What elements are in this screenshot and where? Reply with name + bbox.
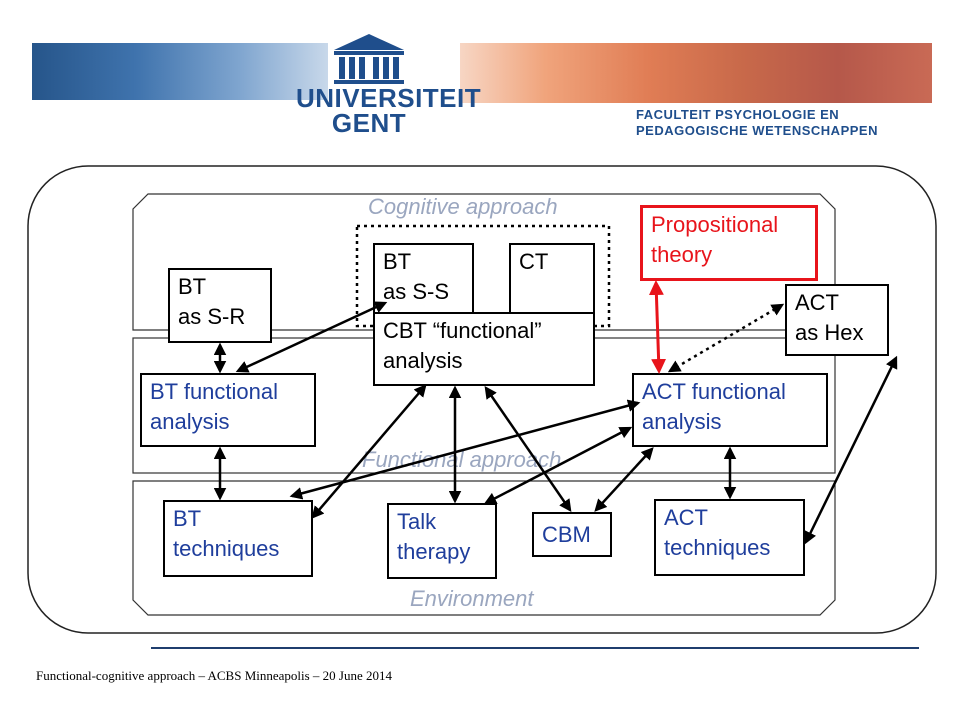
faculty-name-line2: PEDAGOGISCHE WETENSCHAPPEN — [636, 123, 878, 138]
act-techniques-box: ACT techniques — [654, 499, 805, 576]
act-hex-line1: ACT — [795, 290, 839, 315]
bt-sr-line2: as S-R — [178, 304, 246, 329]
faculty-name: FACULTEIT PSYCHOLOGIE EN PEDAGOGISCHE WE… — [636, 107, 878, 139]
propositional-line2: theory — [651, 242, 713, 267]
environment-label: Environment — [410, 586, 534, 611]
functional-approach-label: Functional approach — [362, 447, 562, 472]
talk-line2: therapy — [397, 539, 471, 564]
cbm-label: CBM — [542, 522, 591, 547]
footer-divider — [151, 647, 919, 649]
bt-ss-line1: BT — [383, 249, 412, 274]
act-fa-line2: analysis — [642, 409, 722, 434]
university-building-icon — [334, 34, 404, 84]
bt-functional-analysis-box: BT functional analysis — [140, 373, 316, 447]
cbt-line2: analysis — [383, 348, 463, 373]
act-hex-box: ACT as Hex — [785, 284, 889, 356]
footer-text: Functional-cognitive approach – ACBS Min… — [36, 668, 393, 683]
bt-tech-line1: BT — [173, 506, 202, 531]
act-hex-line2: as Hex — [795, 320, 864, 345]
talk-line1: Talk — [397, 509, 437, 534]
bt-sr-line1: BT — [178, 274, 207, 299]
header-banner-left — [32, 43, 328, 100]
act-tech-line2: techniques — [664, 535, 771, 560]
bt-fa-line2: analysis — [150, 409, 230, 434]
propositional-line1: Propositional — [651, 212, 779, 237]
propositional-theory-box: Propositional theory — [640, 205, 818, 281]
faculty-name-line1: FACULTEIT PSYCHOLOGIE EN — [636, 107, 840, 122]
bt-sr-box: BT as S-R — [168, 268, 272, 343]
cbm-box: CBM — [532, 512, 612, 557]
ct-label: CT — [519, 249, 549, 274]
bt-tech-line2: techniques — [173, 536, 280, 561]
cbt-functional-analysis-box: CBT “functional” analysis — [373, 312, 595, 386]
university-name-line2: GENT — [331, 108, 407, 138]
talk-therapy-box: Talk therapy — [387, 503, 497, 579]
cbt-line1: CBT “functional” — [383, 318, 542, 343]
bt-fa-line1: BT functional — [150, 379, 279, 404]
cognitive-approach-label: Cognitive approach — [368, 194, 558, 219]
act-tech-line1: ACT — [664, 505, 708, 530]
bt-ss-line2: as S-S — [383, 279, 450, 304]
bt-techniques-box: BT techniques — [163, 500, 313, 577]
act-functional-analysis-box: ACT functional analysis — [632, 373, 828, 447]
header-banner-right — [460, 43, 932, 103]
act-fa-line1: ACT functional — [642, 379, 786, 404]
outer-frame — [27, 165, 937, 634]
